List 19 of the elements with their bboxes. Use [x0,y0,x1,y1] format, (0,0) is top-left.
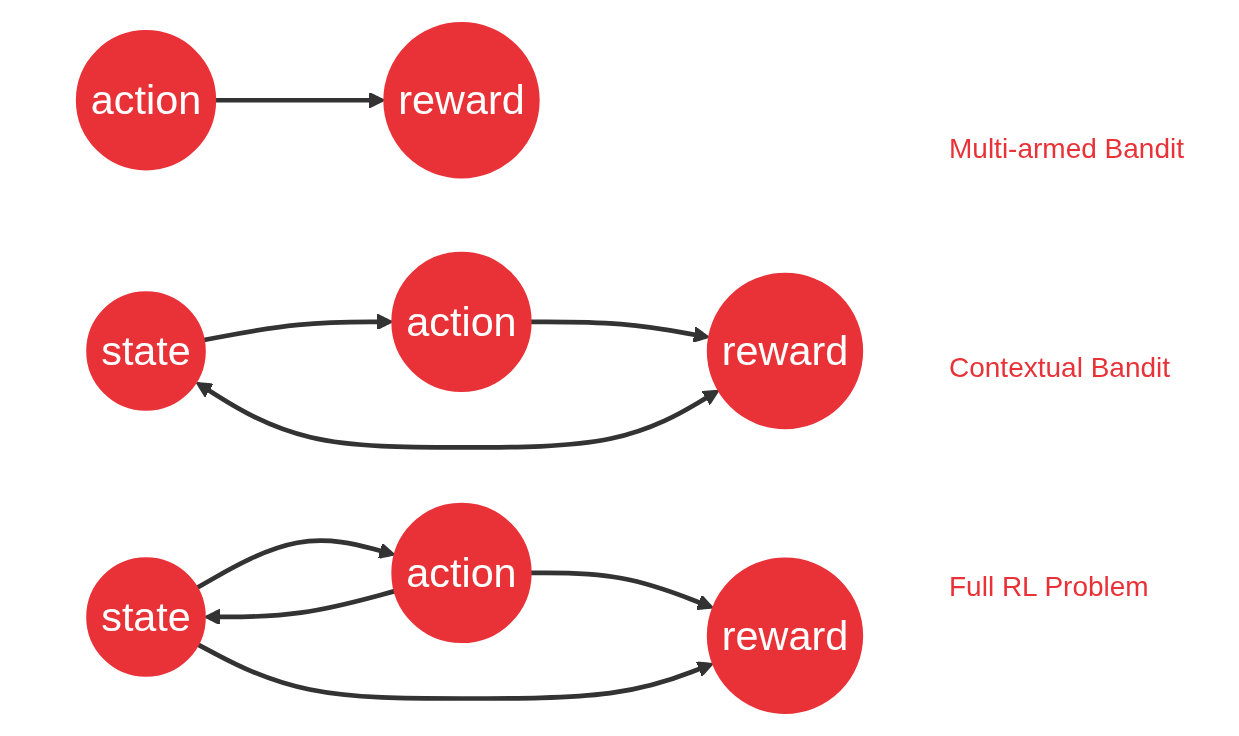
node-circle: action [391,251,532,392]
node-circle: action [75,30,217,171]
arrow [530,319,710,343]
row-label: Contextual Bandit [949,352,1172,384]
arrow [203,313,393,343]
node-circle: action [391,502,532,644]
node-circle: state [86,291,206,411]
node-circle: reward [383,22,540,179]
node-circle: reward [706,557,864,714]
node-circle: state [86,557,206,677]
node-circle: reward [706,272,864,430]
arrow [530,570,714,611]
arrow [215,92,385,109]
row-label: Full RL Problem [949,570,1150,603]
row-label: Multi-armed Bandit [949,133,1185,166]
arrow [204,588,396,626]
arrow [195,538,396,590]
arrow [196,642,714,701]
arrow [195,381,720,450]
